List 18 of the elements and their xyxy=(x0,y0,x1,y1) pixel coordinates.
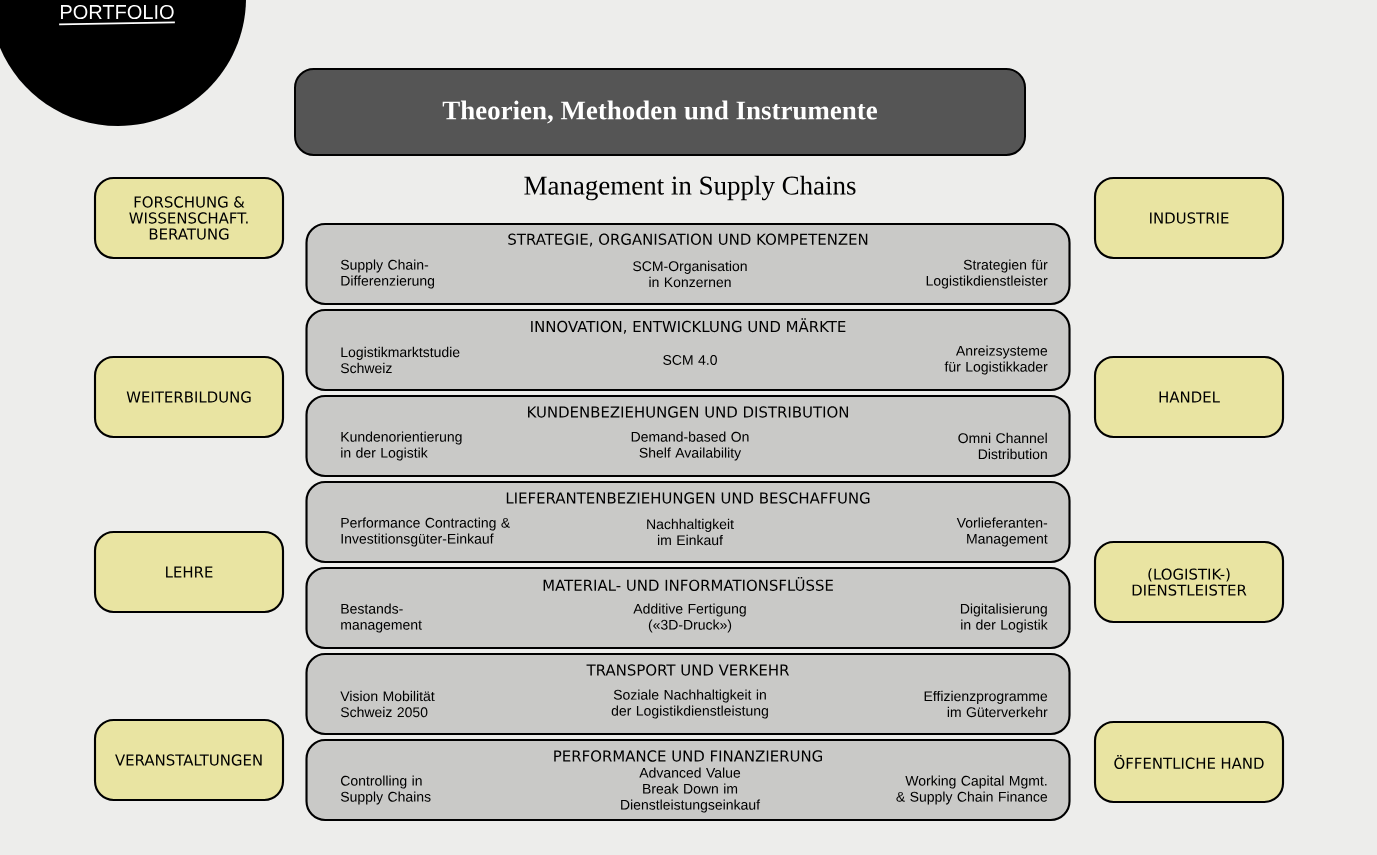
topic-band: KUNDENBEZIEHUNGEN UND DISTRIBUTION Kundenorientierung in der Logistik Demand-based On Shelf Availability Omni Channel Distribution xyxy=(305,394,1071,478)
topic-band: MATERIAL- UND INFORMATIONSFLÜSSE Bestands- management Additive Fertigung («3D-Druck») Digitalisierung in der Logistik xyxy=(305,566,1071,650)
topic-band: LIEFERANTENBEZIEHUNGEN UND BESCHAFFUNG Performance Contracting & Investitionsgüter-Einkauf Nachhaltigkeit im Einkauf Vorlieferanten- Management xyxy=(305,480,1071,564)
topic-band: INNOVATION, ENTWICKLUNG UND MÄRKTE Logistikmarktstudie Schweiz SCM 4.0 Anreizsysteme für Logistikkader xyxy=(305,308,1071,392)
area-box: LEHRE xyxy=(93,530,285,614)
area-box: FORSCHUNG & WISSENSCHAFT. BERATUNG xyxy=(93,176,285,260)
area-box: VERANSTALTUNGEN xyxy=(93,718,285,802)
area-box: ÖFFENTLICHE HAND xyxy=(1093,720,1285,804)
area-box: INDUSTRIE xyxy=(1093,176,1285,260)
area-box: HANDEL xyxy=(1093,355,1285,439)
area-box: (LOGISTIK-) DIENSTLEISTER xyxy=(1093,540,1285,624)
area-box: WEITERBILDUNG xyxy=(93,355,285,439)
topic-band: TRANSPORT UND VERKEHR Vision Mobilität Schweiz 2050 Soziale Nachhaltigkeit in der Logistikdienstleistung Effizienzprogramme im Güterverkehr xyxy=(305,652,1071,736)
topic-band: STRATEGIE, ORGANISATION UND KOMPETENZEN Supply Chain- Differenzierung SCM-Organisation in Konzernen Strategien für Logistikdienstleister xyxy=(305,222,1071,306)
topic-band: PERFORMANCE UND FINANZIERUNG Controlling in Supply Chains Advanced Value Break Down im Dienstleistungseinkauf Working Capital Mgmt. & Supply Chain Finance xyxy=(305,738,1071,822)
portfolio-badge: PORTFOLIO xyxy=(0,0,246,126)
heading: Management in Supply Chains xyxy=(524,175,856,201)
title-box: Theorien, Methoden und Instrumente xyxy=(294,68,1026,156)
